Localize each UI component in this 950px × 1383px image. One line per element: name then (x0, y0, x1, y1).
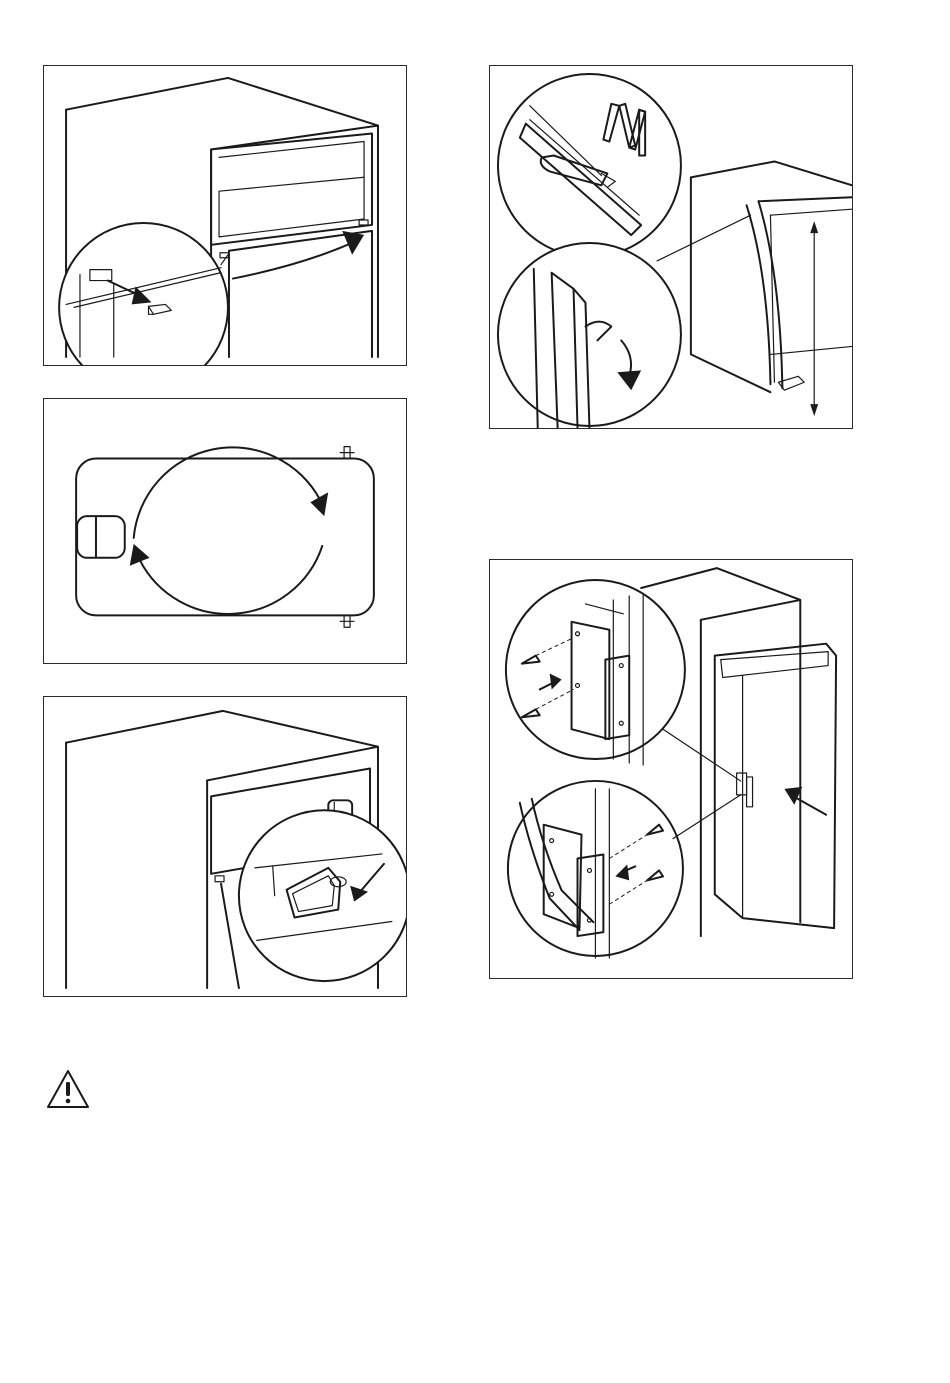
figure-fit-door-bracket (489, 559, 853, 979)
figure-insert-hinge-cover (43, 696, 407, 997)
figure-remove-cover-cap (43, 65, 407, 366)
warning-triangle-icon (45, 1068, 91, 1110)
figure-door-reversal-rotation (43, 398, 407, 664)
figure-cut-trim-seal-strip (489, 65, 853, 429)
